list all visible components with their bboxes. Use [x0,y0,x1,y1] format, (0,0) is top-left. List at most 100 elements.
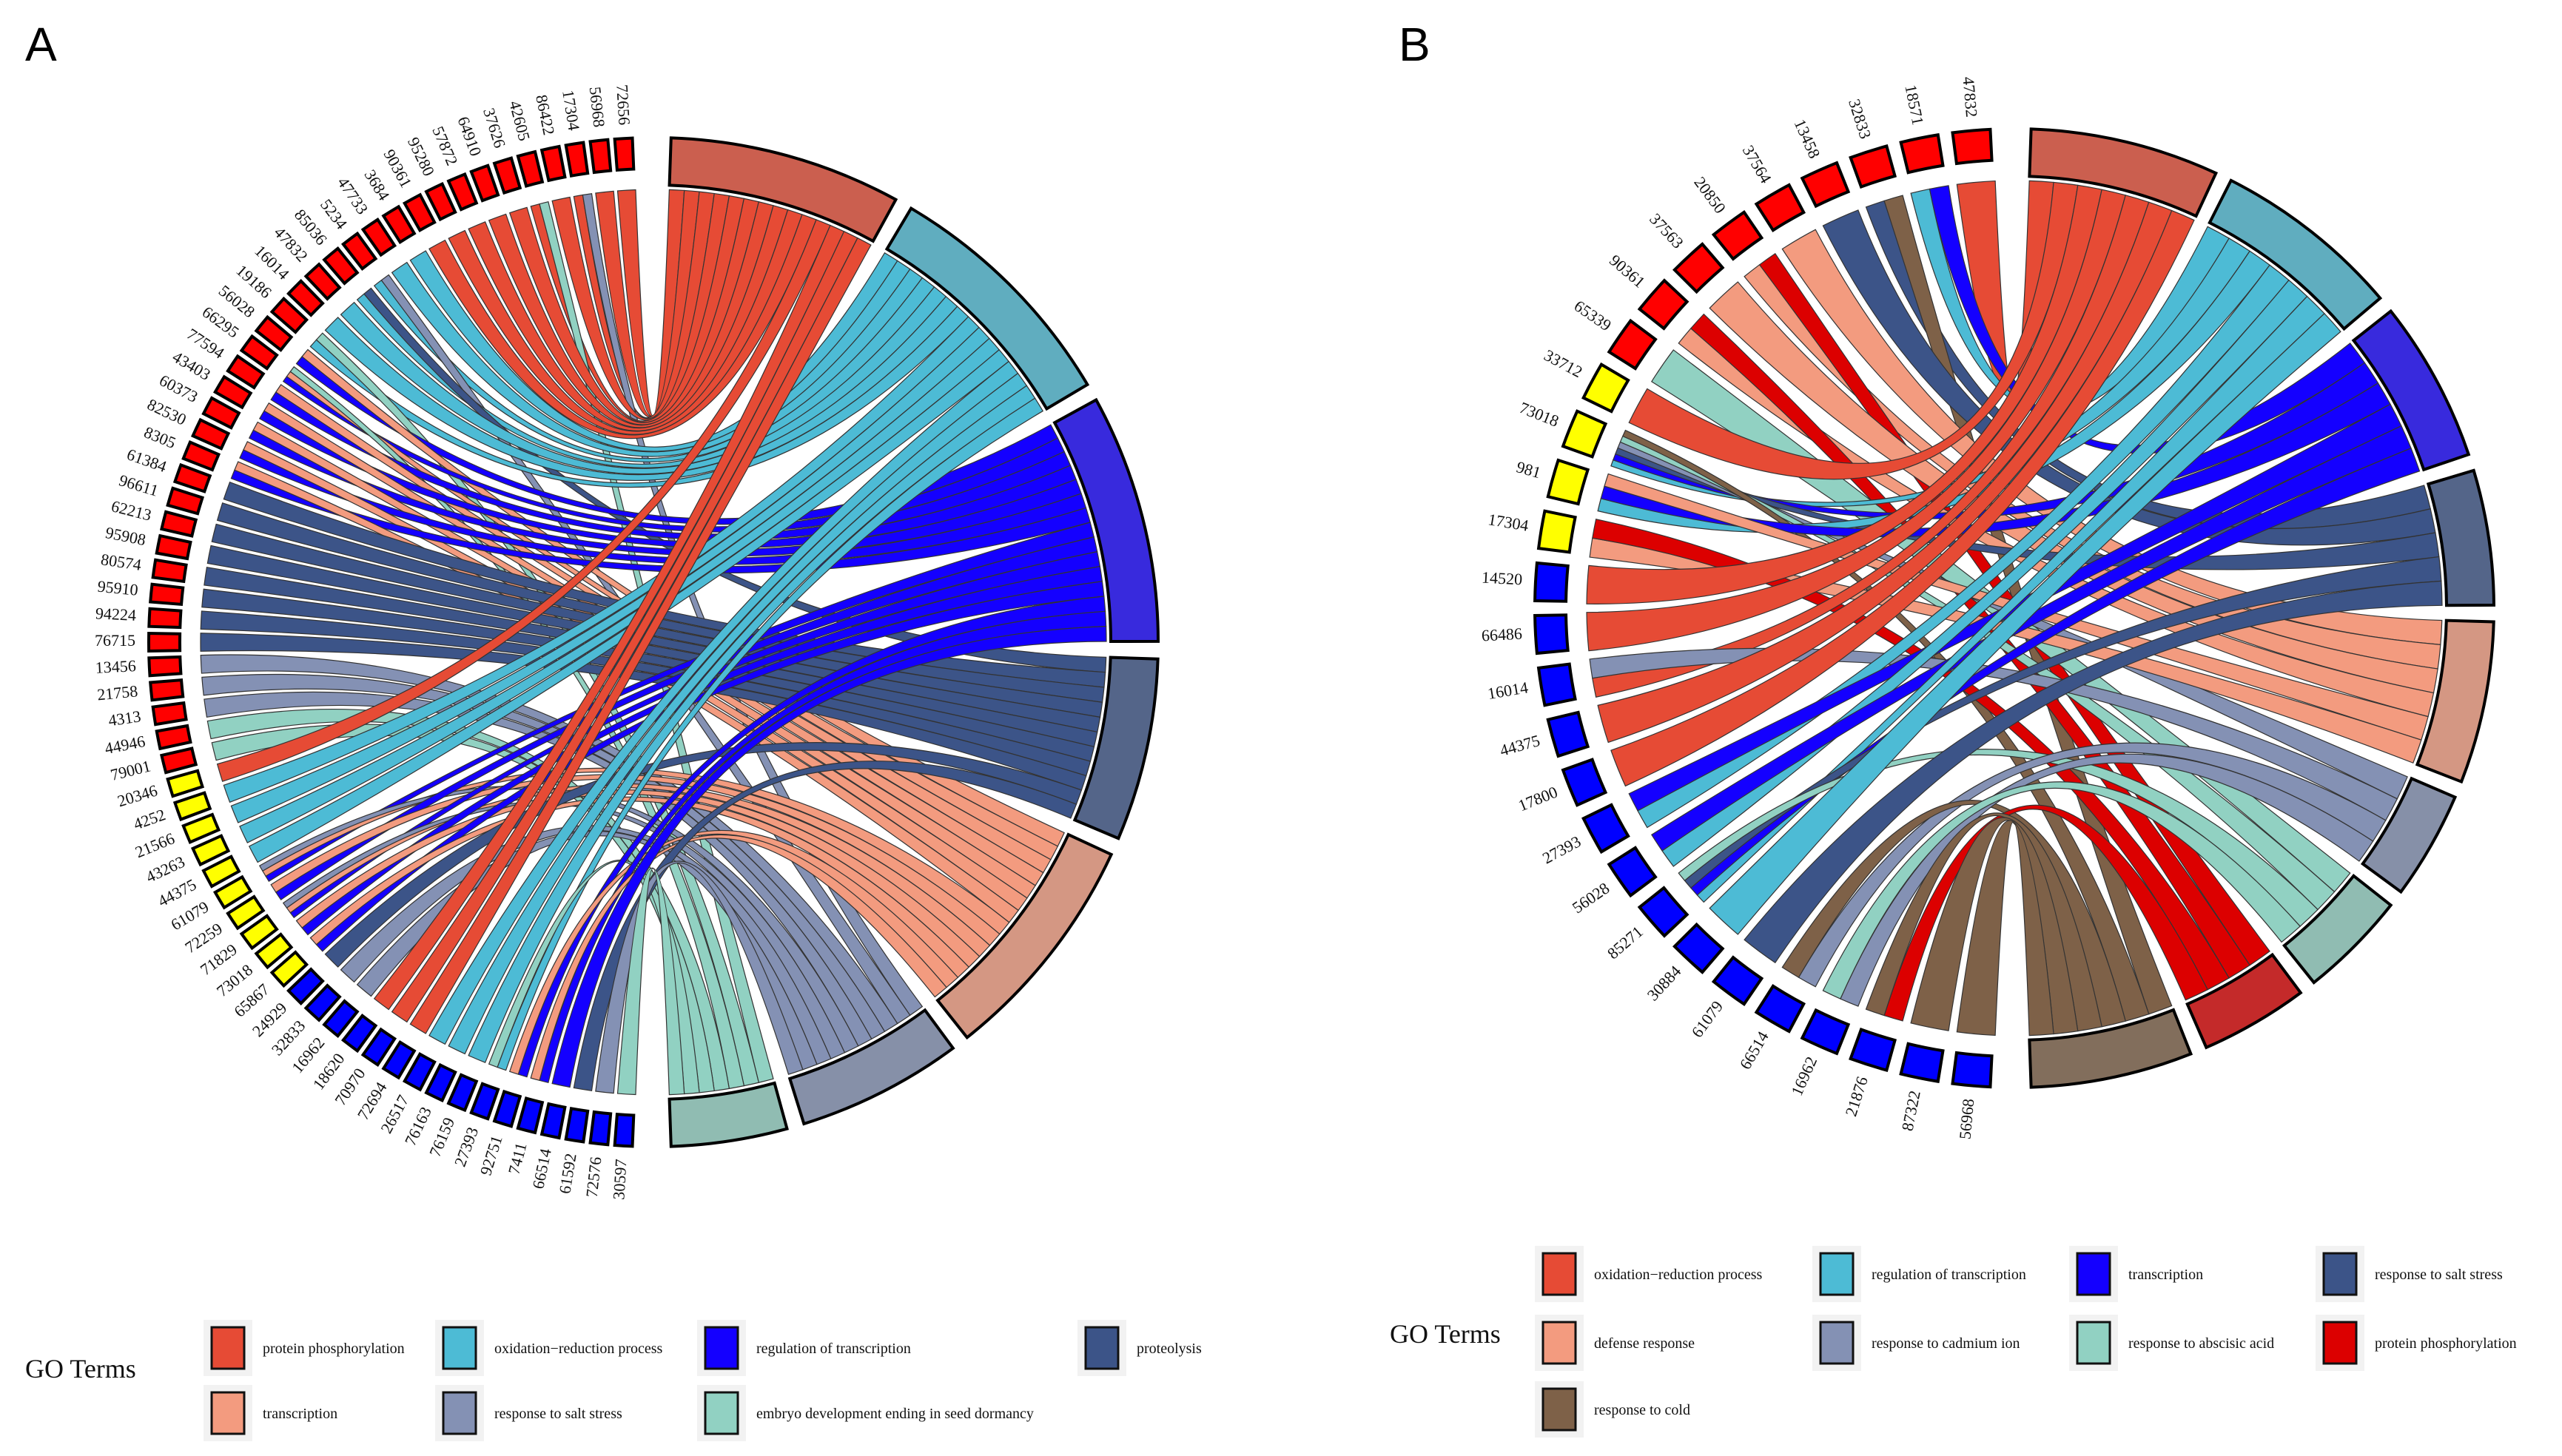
legend-label: regulation of transcription [756,1341,911,1357]
chord-ribbon-72576 [595,860,804,1094]
legend-label: oxidation−reduction process [494,1341,663,1357]
gene-label: 56968 [586,86,609,128]
legend-item: regulation of transcription [1812,1246,2026,1302]
gene-marker [166,486,205,516]
gene-marker [1672,242,1725,294]
legend-swatch [1541,1387,1577,1432]
ribbons [1586,180,2443,1037]
chord-ribbon-16962 [1822,781,2301,1000]
chord-ribbon-66514 [551,626,1107,1088]
legend-item: regulation of transcription [697,1320,911,1376]
panel-a-letter: A [25,18,57,71]
gene-marker [149,582,185,607]
gene-label: 30884 [1644,962,1685,1004]
gene-label: 79001 [109,756,152,784]
legend-swatch [1541,1252,1577,1296]
gene-label: 95908 [104,523,147,549]
gene-marker [1754,984,1806,1034]
gene-label: 44375 [1498,731,1542,760]
gene-marker [147,607,183,630]
gene-label: 80574 [100,550,143,574]
term-segment [2282,874,2393,985]
gene-label: 61384 [124,445,169,476]
gene-marker [151,558,188,584]
gene-marker [613,136,636,172]
chord-ribbon-7411 [530,834,947,1082]
legend-label: response to salt stress [494,1406,622,1422]
gene-marker [1711,209,1764,261]
gene-marker [360,218,397,257]
gene-label: 14520 [1482,568,1523,589]
chord-ribbon-65867 [315,581,1105,952]
gene-marker [190,834,231,867]
chord-ribbon-71829 [289,550,1101,919]
gene-marker [539,1102,567,1140]
chord-ribbon-17304 [1592,519,2230,991]
gene-marker [269,950,309,988]
gene-marker [1536,662,1577,707]
chord-ribbon-27393 [497,397,1044,1071]
gene-marker [1533,613,1570,655]
chord-ribbon-17800 [1610,209,2195,787]
gene-marker [446,172,479,212]
gene-label: 44946 [103,732,147,758]
chord-ribbon-56968 [1956,820,2054,1037]
gene-marker [303,262,342,301]
gene-label: 37563 [1646,209,1687,252]
gene-label: 47832 [1959,76,1981,118]
term-segment [2028,1008,2193,1089]
gene-marker [1607,318,1658,371]
gene-label: 21758 [96,681,138,704]
term-segment [1052,397,1160,644]
gene-label: 62213 [110,496,153,525]
gene-label: 61079 [1687,997,1727,1041]
gene-marker [322,999,360,1039]
term-segment [2360,776,2458,894]
gene-marker [1899,1042,1945,1084]
gene-marker [181,440,221,472]
gene-marker [1536,509,1577,554]
gene-label: 27393 [1539,832,1584,867]
gene-label: 86422 [532,93,559,137]
legend-item: oxidation−reduction process [1535,1246,1763,1302]
gene-marker [1800,161,1851,209]
gene-label: 56028 [1569,879,1613,917]
gene-label: 66514 [1735,1028,1772,1073]
gene-marker [213,874,253,910]
legend-item: transcription [2069,1246,2203,1302]
gene-marker [1581,803,1630,855]
chord-ribbon-66486 [1586,189,2126,652]
chord-ribbon-13458 [1822,209,2436,546]
gene-marker [254,932,294,970]
gene-marker [1546,710,1590,758]
legend-label: response to cold [1594,1402,1690,1418]
legend-item: response to cadmium ion [1812,1315,2020,1371]
legend-swatch [2076,1252,2111,1296]
gene-label: 72656 [613,84,633,125]
gene-label: 16014 [1486,678,1529,703]
chord-ribbon-8305 [230,469,1091,574]
gene-label: 42605 [505,99,534,144]
gene-marker [172,462,212,493]
legend-swatch [442,1326,477,1370]
legend-swatch [2322,1252,2358,1296]
gene-marker [402,1052,437,1092]
legend-item: defense response [1535,1315,1695,1371]
legend-item: response to cold [1535,1381,1690,1438]
legend-label: defense response [1594,1335,1695,1352]
chord-ribbon-56028 [1650,425,2412,852]
term-segment [884,206,1090,411]
gene-label: 76715 [95,631,135,650]
gene-label: 17800 [1516,783,1560,815]
legend-item: proteolysis [1077,1320,1202,1376]
chord-ribbon-24929 [324,742,1083,968]
gene-marker [190,417,231,451]
gene-label: 85271 [1604,922,1647,963]
gene-marker [1581,362,1630,414]
term-segment [2208,178,2383,331]
gene-marker [201,396,241,430]
gene-marker [516,1096,545,1135]
gene-marker [446,1073,479,1113]
gene-label: 981 [1514,457,1543,482]
